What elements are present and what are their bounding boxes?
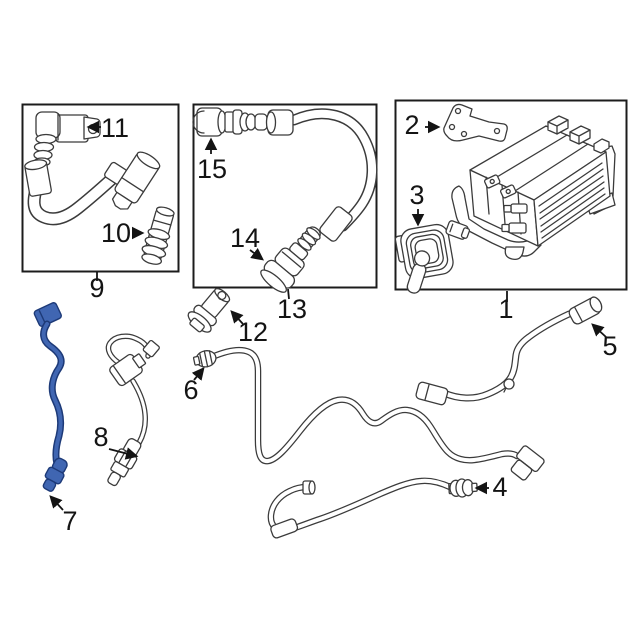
part-11-elbow-connector: [33, 111, 101, 167]
callout-8: 8: [93, 422, 108, 452]
part-8-oxygen-sensor: [105, 333, 160, 487]
part-4-hose: [267, 477, 478, 539]
part-5-hose: [415, 296, 603, 406]
callout-3: 3: [409, 180, 424, 210]
callout-9: 9: [89, 273, 104, 303]
part-10-fitting: [141, 206, 175, 265]
part-1-canister: [451, 115, 616, 260]
part-2-bracket: [443, 103, 508, 142]
part-6-hose: [192, 346, 545, 481]
callouts: 1 2 3 4 5 6 7 8 9 10 11 12 13 14 15: [49, 110, 618, 536]
part-14-connector: [260, 226, 321, 293]
callout-2: 2: [404, 110, 419, 140]
callout-13: 13: [277, 294, 307, 324]
callout-4: 4: [492, 472, 507, 502]
callout-7: 7: [62, 506, 77, 536]
inset-box-13: [192, 103, 378, 293]
callout-5: 5: [602, 331, 617, 361]
part-15-connector: [192, 107, 268, 137]
part-13-hose: [265, 108, 378, 242]
part-4-connector: [448, 478, 478, 498]
part-9-hose: [24, 151, 161, 226]
callout-1: 1: [498, 294, 513, 324]
callout-15: 15: [197, 154, 227, 184]
callout-6: 6: [183, 375, 198, 405]
small-connector: [445, 220, 471, 240]
callout-11: 11: [101, 113, 129, 143]
part-6-fitting: [192, 350, 217, 368]
inset-box-1: [394, 99, 628, 294]
part-12-valve: [187, 287, 231, 333]
callout-12: 12: [238, 317, 268, 347]
part-3-pump: [394, 223, 454, 294]
callout-14: 14: [230, 223, 260, 253]
part-7-oxygen-sensor-highlighted: [33, 302, 68, 492]
callout-10: 10: [101, 218, 131, 248]
